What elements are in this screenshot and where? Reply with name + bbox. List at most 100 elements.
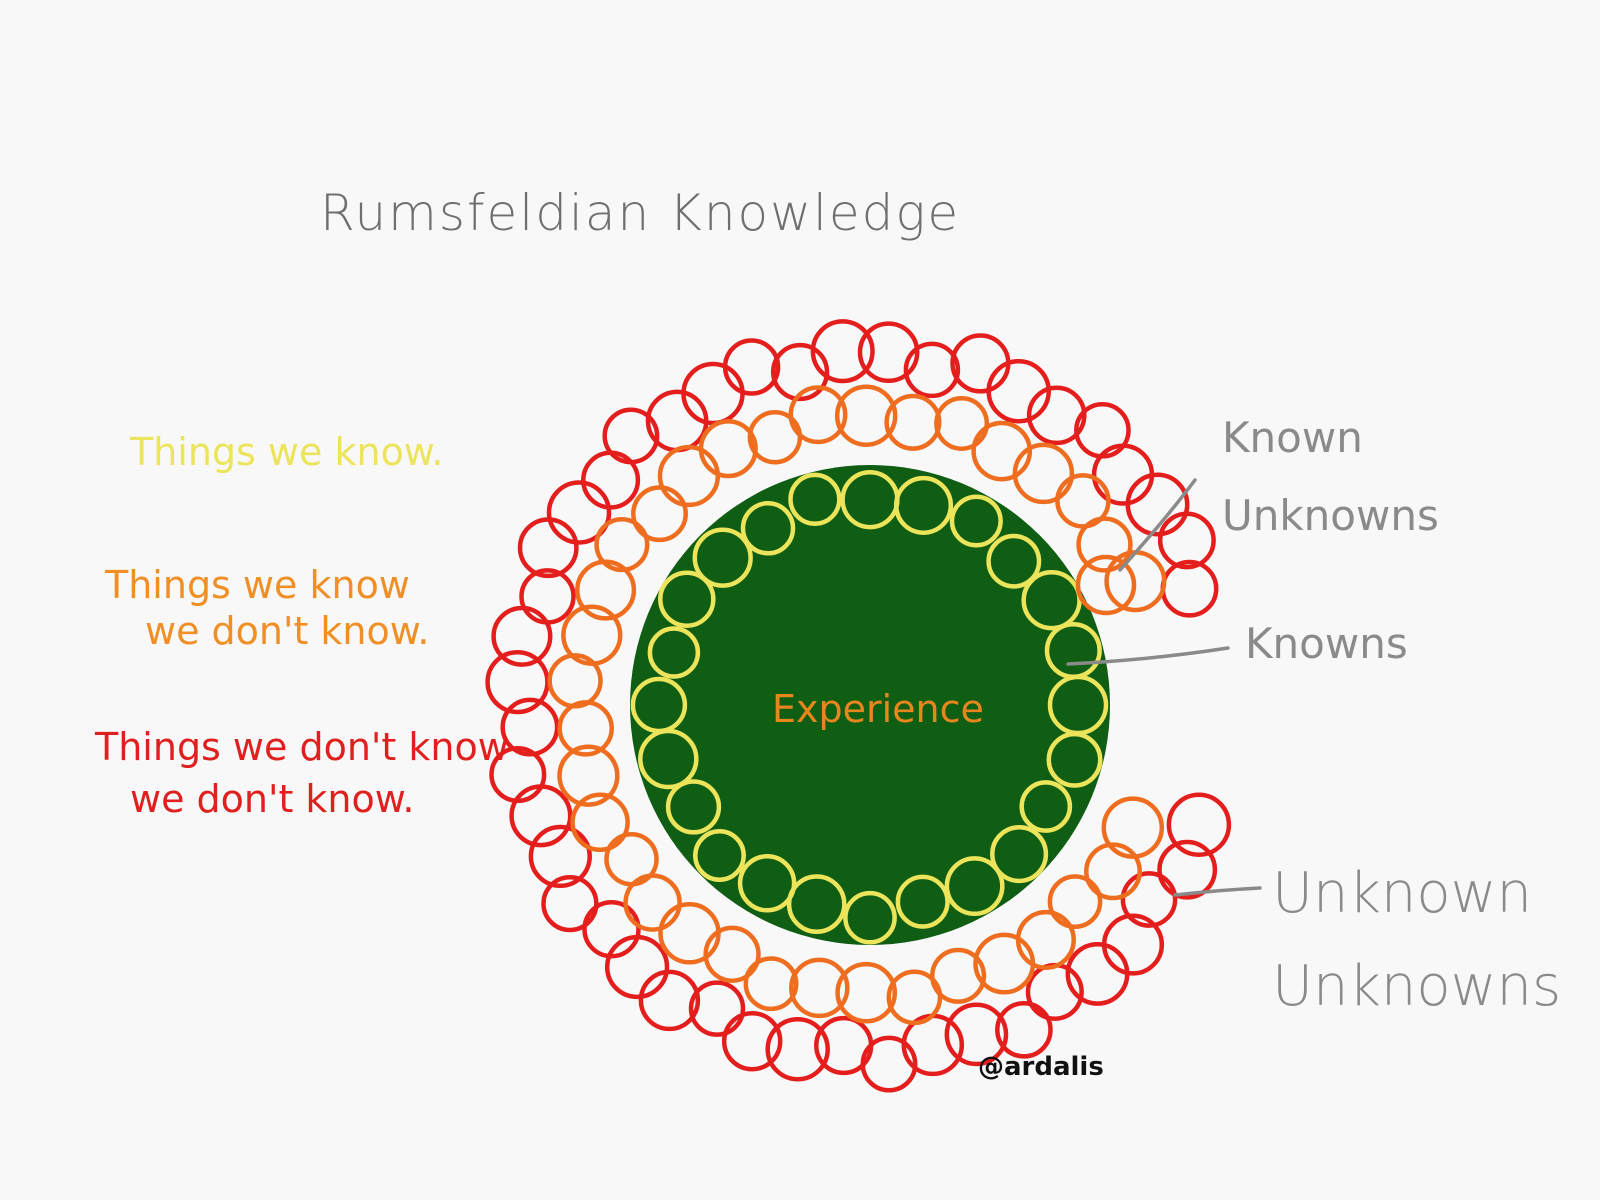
callout-knowns: Knowns (1245, 619, 1408, 668)
known-unknown-circle (884, 393, 942, 451)
known-circle (895, 874, 950, 929)
unknown-unknown-circle (995, 1000, 1053, 1059)
known-unknown-circle (1047, 874, 1103, 929)
known-unknown-circle (657, 444, 721, 508)
known-circle (647, 626, 701, 679)
legend-known: Things we know. (129, 430, 443, 474)
known-circle (786, 874, 847, 934)
unknown-unknown-circle (604, 934, 670, 1000)
unknown-unknown-circle (582, 899, 641, 959)
known-circle (1021, 570, 1082, 631)
unknown-unknown-circle (1160, 559, 1219, 618)
unknown-unknown-circle (950, 333, 1011, 394)
unknown-unknown-circle (681, 361, 745, 426)
known-unknown-circle (930, 947, 987, 1004)
unknown-unknown-circle (546, 480, 612, 545)
known-unknown-circle (1084, 842, 1142, 901)
callout-unknown-unknowns-line2: Unknowns (1272, 954, 1561, 1019)
known-circle (658, 570, 716, 628)
unknown-unknown-circle (602, 407, 660, 465)
unknown-unknown-circle (1074, 401, 1131, 459)
unknown-unknown-circle (500, 697, 560, 757)
known-circle (1019, 780, 1073, 833)
known-circle (944, 856, 1005, 917)
unknown-unknown-circle (1101, 913, 1165, 976)
known-unknown-circle (971, 420, 1033, 482)
known-circle (692, 527, 753, 588)
known-unknown-circle (973, 932, 1036, 995)
callout-known-unknowns-line1: Known (1222, 413, 1363, 462)
known-unknown-circle (834, 384, 898, 447)
legend: Things we know. Things we know we don't … (94, 430, 509, 821)
unknown-unknown-circle (491, 605, 553, 667)
known-unknown-circle (934, 396, 990, 451)
unknown-unknown-circle (770, 342, 830, 402)
unknown-unknown-circle (638, 969, 701, 1032)
unknown-unknown-circle (519, 568, 576, 625)
unknown-unknown-circle (722, 338, 781, 396)
known-circle (893, 475, 954, 535)
known-unknown-circle (631, 485, 688, 543)
callout-known-unknowns-line2: Unknowns (1222, 491, 1439, 540)
unknown-unknown-circle (1125, 472, 1190, 537)
unknown-unknown-circle (1157, 839, 1218, 900)
unknown-unknown-circle (1120, 871, 1178, 928)
known-unknown-circle (698, 419, 758, 479)
unknown-unknown-circle (1166, 792, 1232, 857)
unknown-unknown-circle (1091, 443, 1155, 506)
known-unknown-sample-circle (1075, 554, 1137, 616)
unknown-unknown-circle (857, 321, 920, 384)
known-unknown-circle (789, 957, 850, 1019)
legend-known-unknown-line2: we don't know. (145, 609, 429, 653)
unknown-unknown-circle (721, 1010, 783, 1072)
unknown-unknowns-ring (485, 319, 1232, 1093)
callout-lines (1066, 478, 1262, 897)
known-circle (788, 472, 842, 526)
unknown-unknown-circle (810, 319, 875, 384)
known-circle (990, 825, 1049, 884)
unknown-unknown-circle (688, 980, 746, 1037)
known-unknowns-pointer (1118, 478, 1197, 572)
known-circle (1044, 621, 1102, 680)
legend-unknown-unknown-line1: Things we don't know (94, 725, 509, 769)
known-unknown-circle (1101, 796, 1165, 859)
known-unknown-circle (557, 744, 620, 807)
known-circle (1046, 731, 1103, 788)
known-unknown-circle (604, 831, 659, 887)
legend-known-unknown-line1: Things we know (104, 563, 410, 607)
unknown-unknown-circle (944, 1002, 1009, 1067)
experience-core (630, 465, 1110, 945)
unknown-unknowns-pointer (1173, 886, 1262, 897)
known-unknown-circle (1076, 516, 1133, 573)
known-unknown-circle (561, 604, 623, 666)
known-unknown-circle (886, 969, 943, 1026)
known-circle (630, 676, 688, 734)
known-circle (665, 779, 722, 835)
unknown-unknown-circle (485, 649, 550, 715)
known-circle (737, 854, 797, 913)
known-circle (986, 533, 1042, 589)
unknown-unknown-circle (1026, 385, 1087, 446)
callout-unknown-unknowns-line1: Unknown (1272, 861, 1532, 926)
known-unknown-circle (1015, 909, 1076, 970)
legend-unknown-unknown-line2: we don't know. (130, 777, 414, 821)
known-unknown-circle (743, 956, 799, 1012)
unknown-unknown-circle (489, 745, 547, 804)
author-credit: @ardalis (978, 1052, 1104, 1082)
unknown-unknown-circle (1157, 511, 1216, 570)
known-circle (740, 501, 796, 556)
unknown-unknown-circle (1065, 941, 1130, 1006)
known-unknown-circle (1055, 473, 1111, 529)
known-unknown-circle (570, 792, 630, 853)
known-unknown-circle (703, 925, 761, 983)
known-unknown-circle (594, 517, 650, 573)
knowns-ring (630, 470, 1109, 945)
unknown-unknown-circle (986, 358, 1051, 424)
center-label: Experience (772, 687, 984, 731)
unknown-unknown-circle (814, 1015, 874, 1076)
unknown-unknown-circle (541, 874, 599, 933)
page-title: Rumsfeldian Knowledge (320, 184, 960, 242)
unknown-unknown-circle (528, 824, 592, 889)
knowns-pointer (1066, 646, 1230, 666)
known-unknown-circle (1012, 442, 1075, 505)
